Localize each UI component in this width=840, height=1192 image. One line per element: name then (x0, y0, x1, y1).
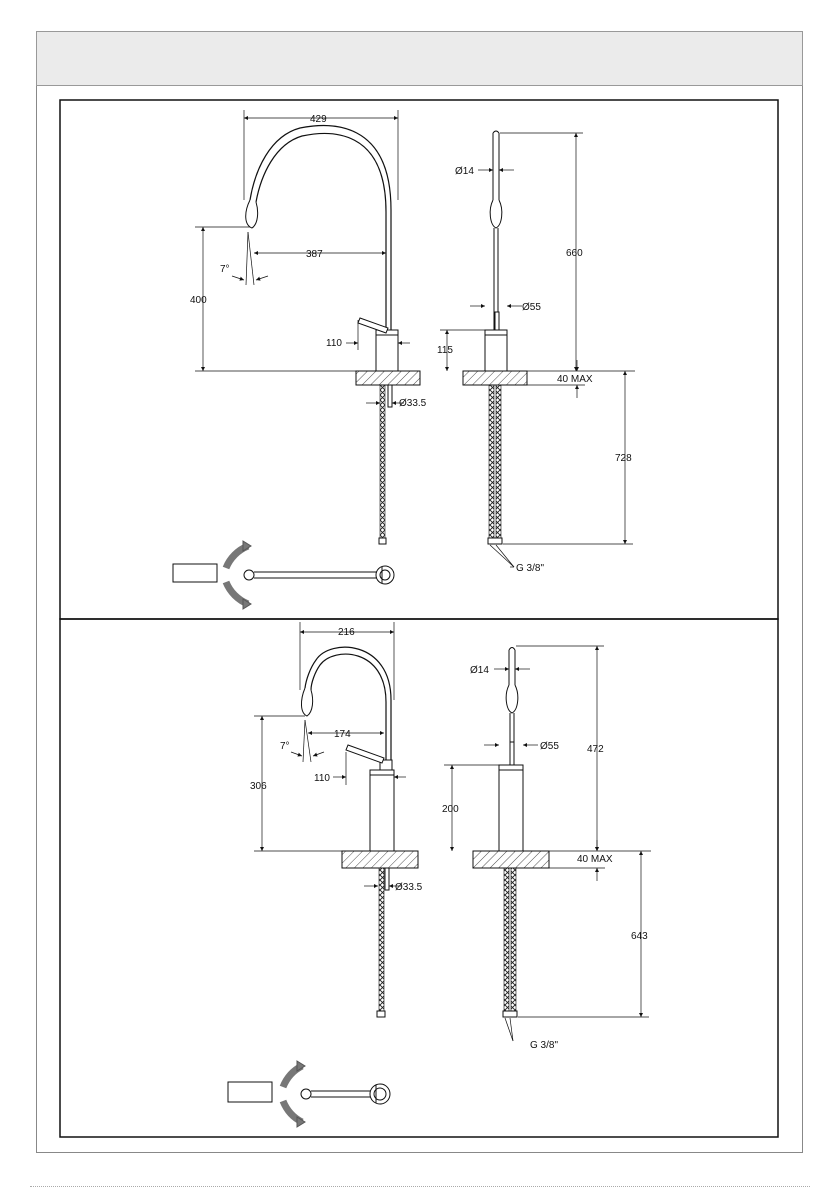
bottom-lever-label: 110 (314, 773, 330, 784)
bottom-front-view (301, 647, 418, 1017)
bottom-width-label: 216 (338, 627, 355, 638)
top-lever-label: 110 (326, 338, 342, 349)
bottom-outlet-height-label: 306 (250, 781, 267, 792)
bottom-total-height-label: 472 (587, 744, 604, 755)
top-body-height-label: 115 (437, 345, 453, 356)
top-angle-label: 7° (220, 264, 230, 275)
bottom-plan-view (228, 1061, 390, 1127)
footer-rule (30, 1186, 810, 1189)
panel-top (60, 100, 778, 619)
bottom-side-view (473, 648, 549, 1018)
bottom-body-height-label: 200 (442, 804, 459, 815)
bottom-deck-label: 40 MAX (577, 854, 613, 865)
panel-bottom (60, 619, 778, 1137)
top-body-dia-label: Ø55 (522, 302, 541, 313)
top-tube-dia-label: Ø14 (455, 166, 474, 177)
top-reach-label: 387 (306, 249, 323, 260)
top-hose-dia-label: Ø33.5 (399, 398, 427, 409)
top-side-dims (440, 133, 635, 567)
top-connection-label: G 3/8" (516, 563, 544, 574)
top-side-view (463, 131, 527, 544)
bottom-tube-dia-label: Ø14 (470, 665, 489, 676)
bottom-reach-label: 174 (334, 729, 351, 740)
top-hose-length-label: 728 (615, 453, 632, 464)
top-deck-label: 40 MAX (557, 374, 593, 385)
top-front-view (246, 126, 420, 544)
bottom-hose-length-label: 643 (631, 931, 648, 942)
bottom-hose-dia-label: Ø33.5 (395, 882, 423, 893)
bottom-angle-label: 7° (280, 741, 290, 752)
top-total-height-label: 660 (566, 248, 583, 259)
bottom-body-dia-label: Ø55 (540, 741, 559, 752)
top-plan-view (173, 541, 394, 609)
top-width-label: 429 (310, 114, 327, 125)
bottom-side-dims (444, 646, 651, 1041)
bottom-connection-label: G 3/8" (530, 1040, 558, 1051)
top-outlet-height-label: 400 (190, 295, 207, 306)
